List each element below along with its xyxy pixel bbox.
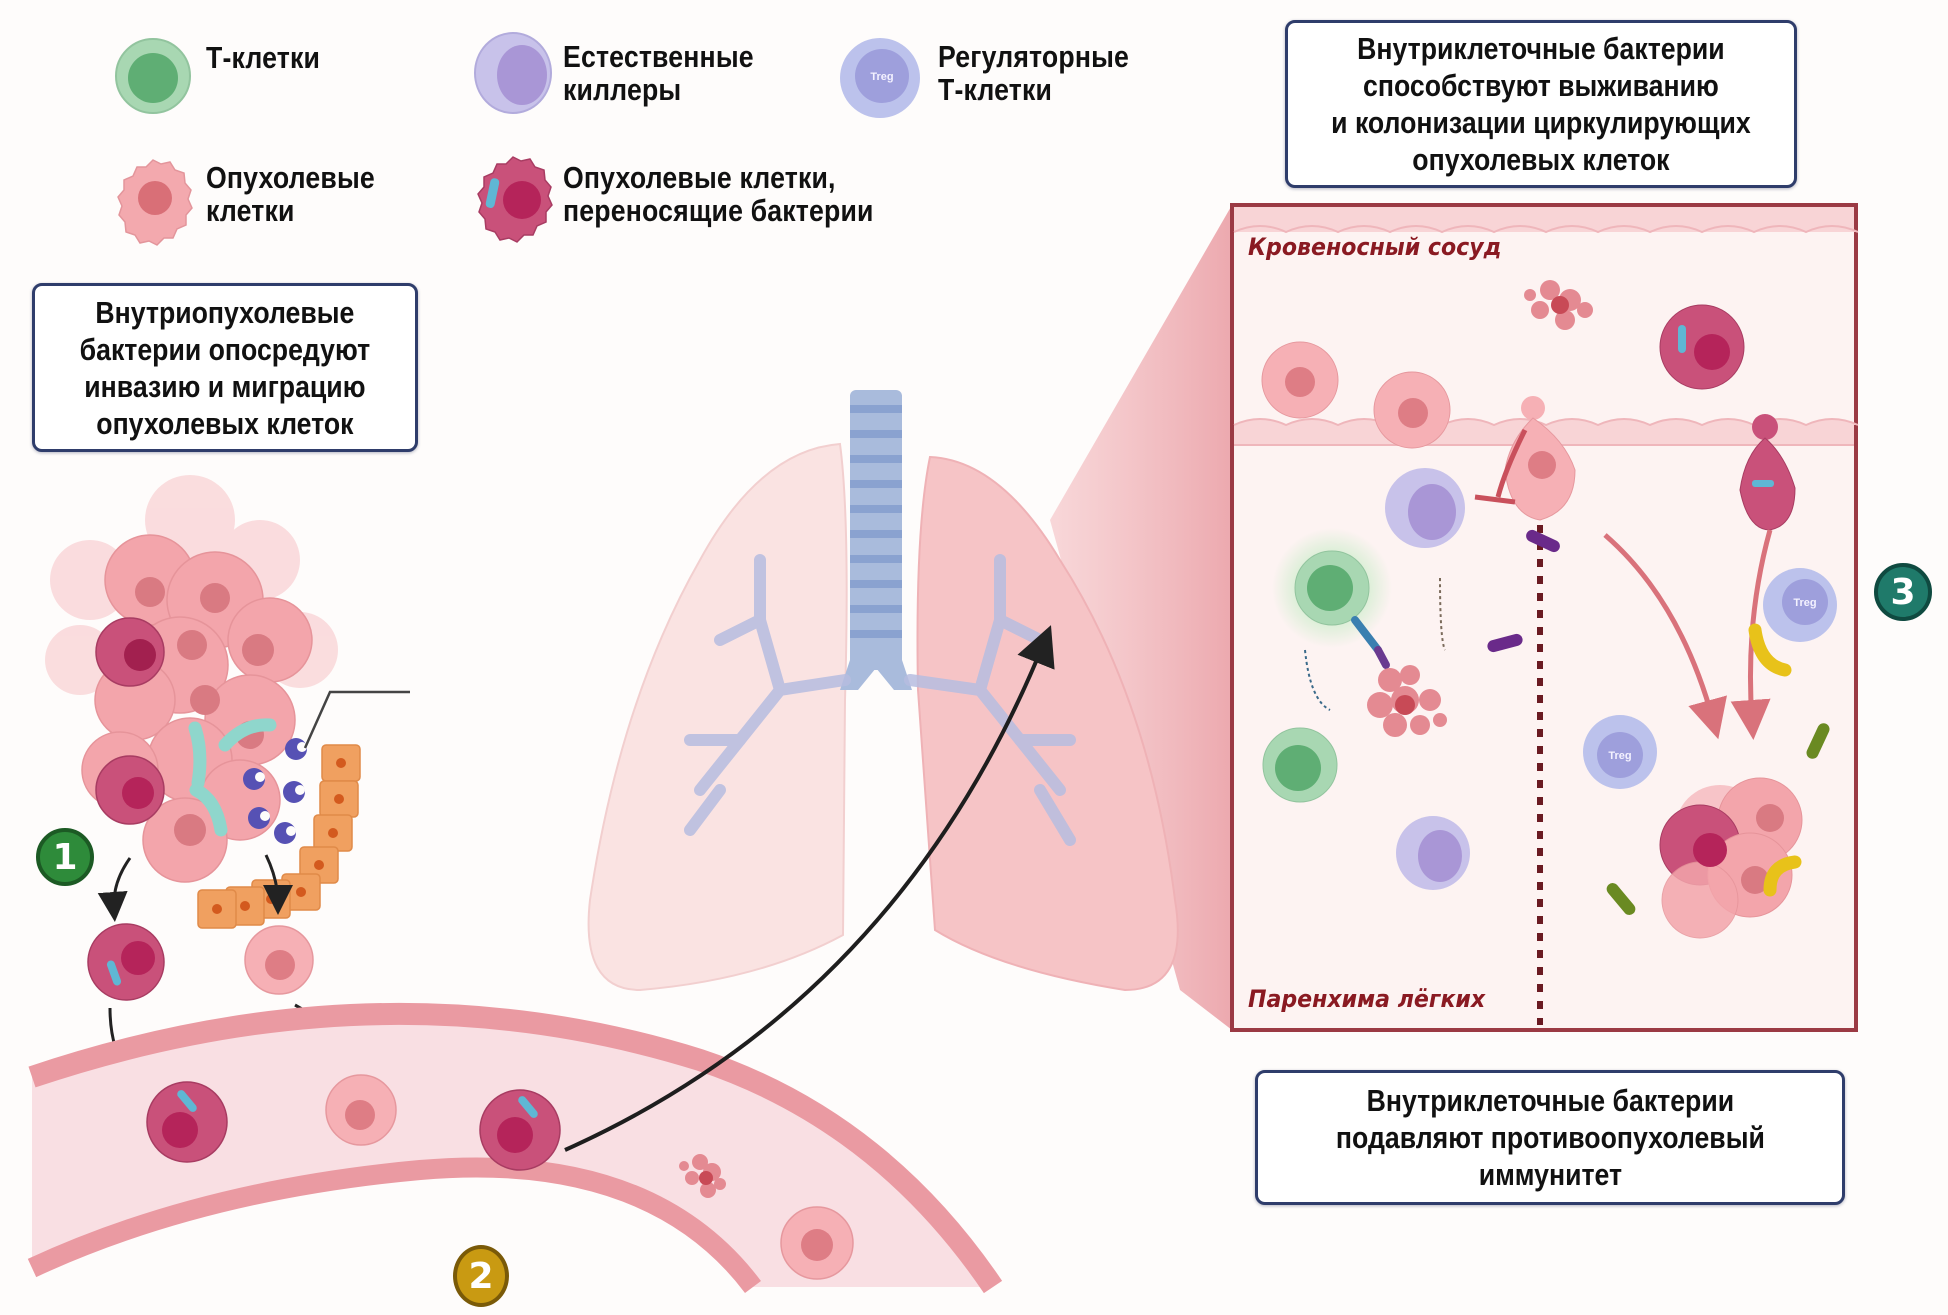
parenchyma-label: Паренхима лёгких — [1248, 985, 1486, 1013]
legend-label-treg: Регуляторные Т-клетки — [938, 39, 1130, 107]
bacteria-in-tumor — [188, 718, 277, 837]
legend-label-tumor-cell: Опухолевые клетки — [206, 160, 375, 228]
inhibition-symbol — [1474, 428, 1528, 505]
callout-immunity-text: Внутриклеточные бактерии подавляют проти… — [1335, 1083, 1765, 1192]
treg-cell: Treg Treg — [1583, 568, 1837, 789]
tumor-cell-icon — [117, 159, 193, 246]
t-cell-icon — [115, 38, 191, 114]
step-badge-3: 3 — [1874, 563, 1932, 621]
tumor-cell-bacteria-in-mass — [95, 617, 165, 825]
treg-icon-text: Treg — [870, 71, 893, 83]
nk-cell-icon — [474, 32, 552, 114]
treg-cell-icon: Treg — [840, 38, 920, 118]
callout-intratumoral: Внутриопухолевые бактерии опосредуют инв… — [32, 283, 418, 452]
inset-panel: Treg Treg — [1230, 203, 1859, 1032]
circulating-cells — [146, 1074, 854, 1280]
right-lung — [916, 455, 1179, 992]
primary-tumor — [45, 475, 338, 883]
callout-immunity: Внутриклеточные бактерии подавляют проти… — [1255, 1070, 1845, 1205]
trachea — [840, 390, 912, 690]
step-badge-2: 2 — [453, 1245, 509, 1307]
nk-cell — [1385, 468, 1465, 548]
t-cell — [1294, 550, 1370, 626]
lungs — [587, 390, 1179, 992]
legend-label-tumor-cell-bacteria: Опухолевые клетки, переносящие бактерии — [563, 160, 874, 228]
step-badge-3-number: 3 — [1890, 571, 1916, 613]
migrating-tumor-cell-bacteria — [87, 923, 165, 1001]
metastatic-cluster — [1659, 777, 1803, 939]
nk-cell — [1396, 816, 1470, 890]
treg-text: Treg — [1608, 750, 1631, 762]
legend-label-t-cell: Т-клетки — [206, 40, 321, 75]
step-badge-2-number: 2 — [468, 1255, 494, 1297]
callout-survival: Внутриклеточные бактерии способствуют вы… — [1285, 20, 1797, 188]
callout-survival-text: Внутриклеточные бактерии способствуют вы… — [1331, 31, 1751, 177]
legend-label-nk-cell: Естественные киллеры — [563, 39, 754, 107]
step-badge-1-number: 1 — [52, 836, 78, 878]
callout-intratumoral-text: Внутриопухолевые бактерии опосредуют инв… — [79, 294, 371, 441]
migrating-tumor-cell — [244, 925, 314, 995]
t-cell — [1262, 727, 1338, 803]
step-badge-1: 1 — [36, 828, 94, 886]
bronchi — [684, 554, 1076, 846]
funnel-to-inset — [1050, 205, 1232, 1030]
vessel-label: Кровеносный сосуд — [1248, 233, 1502, 261]
bacterium-flagellated — [1487, 529, 1560, 653]
tumor-cell-bacteria-icon — [477, 156, 553, 243]
left-lung — [587, 442, 848, 992]
metastasis-arrow — [564, 625, 1055, 1152]
treg-text: Treg — [1793, 597, 1816, 609]
pointer-line — [303, 690, 410, 749]
